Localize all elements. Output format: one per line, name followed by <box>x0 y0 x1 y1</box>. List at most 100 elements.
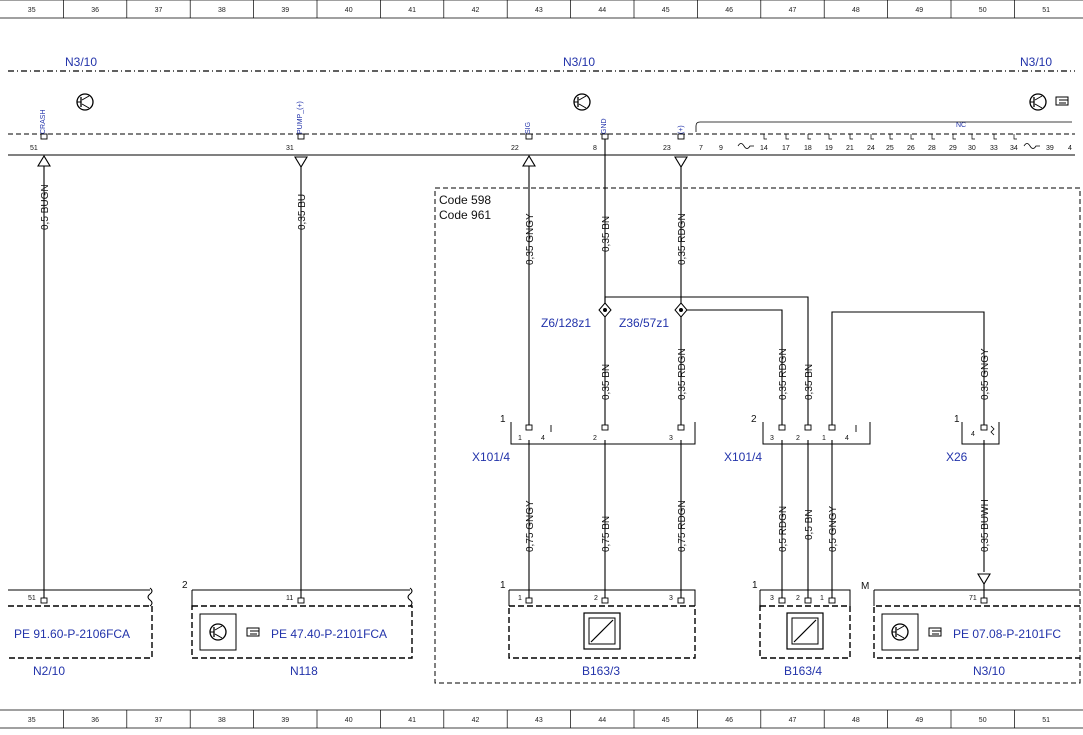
component-pin: 51 <box>28 595 36 602</box>
pin-number: 19 <box>825 145 833 152</box>
code-line-1: Code 598 <box>439 193 491 207</box>
component-ref-link: PE 91.60-P-2106FCA <box>14 627 130 641</box>
component-pin: 71 <box>969 595 977 602</box>
direction-triangles <box>37 154 688 169</box>
column-number: 41 <box>408 7 416 14</box>
connector-pin: 2 <box>593 435 597 442</box>
component-n2-10[interactable]: 51 PE 91.60-P-2106FCA <box>8 587 153 659</box>
connector-x101-left[interactable]: 1 1 4 2 3 <box>500 414 696 445</box>
wire-label: 0,35 BU <box>297 194 308 230</box>
pin-ticks-top <box>40 133 685 140</box>
column-number: 49 <box>915 7 923 14</box>
connector-pin: 2 <box>796 435 800 442</box>
component-n3-10-name[interactable]: N3/10 <box>973 664 1005 678</box>
signal-sig: SIG <box>525 122 532 134</box>
pin-31: 31 <box>286 145 294 152</box>
wire-label: 0,35 BN <box>804 364 815 400</box>
component-pin: 11 <box>286 595 293 602</box>
wire-label: 0,35 BN <box>601 216 612 252</box>
signal-pump: PUMP_(+) <box>297 101 304 134</box>
wire-label: 0,5 GNGY <box>828 506 839 552</box>
connector-x101-right-name[interactable]: X101/4 <box>724 450 762 464</box>
component-b163-4[interactable]: 1 3 2 1 <box>752 580 851 659</box>
pin-22: 22 <box>511 145 519 152</box>
wire-label: 0,35 RDGN <box>778 348 789 400</box>
column-number: 46 <box>725 7 733 14</box>
pin-number: 14 <box>760 145 768 152</box>
pin-number: 21 <box>846 145 854 152</box>
splice-z36[interactable]: Z36/57z1 <box>619 316 669 330</box>
column-number: 43 <box>535 717 543 724</box>
component-n118[interactable]: 2 11 PE 47.40-P-2101FCA <box>182 580 413 659</box>
wave-icon <box>737 143 1040 149</box>
connector-pin: 1 <box>518 435 522 442</box>
column-number: 47 <box>789 7 797 14</box>
column-number: 48 <box>852 7 860 14</box>
pin-number: 24 <box>867 145 875 152</box>
component-index: M <box>861 581 869 592</box>
column-number: 46 <box>725 717 733 724</box>
column-number: 37 <box>155 7 163 14</box>
component-b163-4-name[interactable]: B163/4 <box>784 664 822 678</box>
transistor-icon <box>76 93 94 111</box>
wire-label: 0,75 RDGN <box>677 500 688 552</box>
wire-label: 0,5 BUGN <box>40 184 51 230</box>
column-number: 42 <box>472 7 480 14</box>
connector-x26-name[interactable]: X26 <box>946 450 968 464</box>
sensor-icon <box>583 612 621 650</box>
connector-pin: 1 <box>822 435 826 442</box>
component-n3-10[interactable]: M 71 PE 07.08-P-2101FC <box>861 581 1080 659</box>
sensor-icon <box>786 612 824 650</box>
component-b163-3-name[interactable]: B163/3 <box>582 664 620 678</box>
column-number: 45 <box>662 717 670 724</box>
splice-icon <box>598 302 688 318</box>
wires <box>43 139 985 598</box>
component-pin: 3 <box>770 595 774 602</box>
wire-label: 0,75 BN <box>601 516 612 552</box>
component-n118-name[interactable]: N118 <box>290 664 318 678</box>
component-index: 1 <box>752 580 758 591</box>
wire-label: 0,35 BUWH <box>980 499 991 552</box>
wire-label: 0,35 GNGY <box>980 348 991 400</box>
wire-label: 0,35 BN <box>601 364 612 400</box>
connector-x101-right[interactable]: 2 3 2 1 4 <box>751 414 871 445</box>
pointing-hand-icon <box>246 627 260 637</box>
component-ref-link: PE 07.08-P-2101FC <box>953 627 1061 641</box>
code-line-2: Code 961 <box>439 208 491 222</box>
pin-number: 18 <box>804 145 812 152</box>
column-number: 36 <box>91 717 99 724</box>
connector-index: 1 <box>500 414 506 425</box>
column-number: 35 <box>28 717 36 724</box>
column-number: 38 <box>218 7 226 14</box>
nc-bracket <box>695 121 1072 132</box>
pin-number: 30 <box>968 145 976 152</box>
pointing-hand-icon[interactable] <box>1055 96 1069 106</box>
direction-triangle <box>977 573 991 586</box>
component-pin: 1 <box>518 595 522 602</box>
connector-index: 2 <box>751 414 757 425</box>
column-number: 50 <box>979 7 987 14</box>
pin-number: 29 <box>949 145 957 152</box>
pin-39: 39 <box>1046 145 1054 152</box>
signal-nc: NC <box>956 122 966 129</box>
component-index: 2 <box>182 580 188 591</box>
column-number: 48 <box>852 717 860 724</box>
signal-plus: (+) <box>678 125 685 134</box>
column-number: 39 <box>281 717 289 724</box>
column-number: 44 <box>598 717 606 724</box>
pin-8: 8 <box>593 145 597 152</box>
splice-z6[interactable]: Z6/128z1 <box>541 316 591 330</box>
column-number: 47 <box>789 717 797 724</box>
pin-9: 9 <box>719 145 723 152</box>
module-label-center[interactable]: N3/10 <box>563 55 595 69</box>
module-label-left[interactable]: N3/10 <box>65 55 97 69</box>
connector-x26[interactable]: 1 4 <box>954 414 1000 445</box>
component-b163-3[interactable]: 1 1 2 3 <box>500 580 696 659</box>
component-n2-10-name[interactable]: N2/10 <box>33 664 65 678</box>
column-number: 37 <box>155 717 163 724</box>
component-pin: 1 <box>820 595 824 602</box>
connector-x101-left-name[interactable]: X101/4 <box>472 450 510 464</box>
connector-pin: 3 <box>770 435 774 442</box>
module-label-right[interactable]: N3/10 <box>1020 55 1052 69</box>
